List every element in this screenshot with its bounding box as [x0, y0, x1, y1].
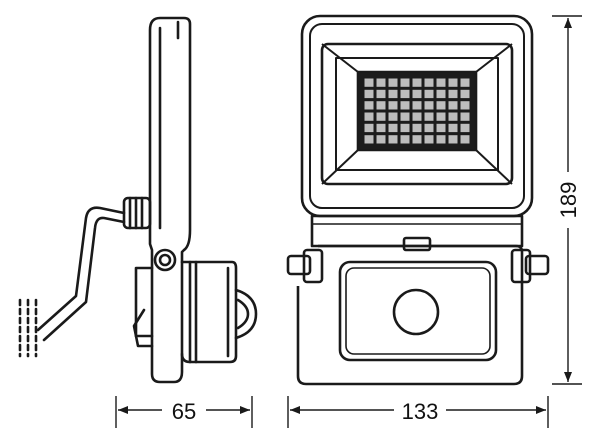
- led-cell: [460, 135, 470, 144]
- led-cell: [364, 112, 374, 121]
- led-cell: [436, 123, 446, 133]
- side-sensor-dome: [234, 288, 258, 340]
- led-cell: [412, 135, 422, 144]
- led-cell: [460, 112, 470, 121]
- led-cell: [388, 89, 398, 99]
- led-cell: [460, 101, 470, 110]
- led-cell: [436, 89, 446, 99]
- led-cell: [364, 78, 374, 87]
- side-cable-gland: [122, 196, 152, 230]
- led-cell: [424, 112, 434, 121]
- led-cell: [412, 89, 422, 99]
- led-cell: [388, 112, 398, 121]
- led-cell: [460, 78, 470, 87]
- led-cell: [400, 101, 410, 110]
- led-cell: [364, 123, 374, 133]
- led-cell: [388, 123, 398, 133]
- side-cable: [36, 206, 126, 342]
- side-housing: [148, 16, 192, 384]
- front-led-grid: [364, 78, 470, 144]
- side-sensor-housing-ribs: [188, 260, 230, 364]
- front-hinge-left: [286, 248, 324, 284]
- front-hinge-right: [510, 248, 550, 284]
- led-cell: [448, 135, 458, 144]
- depth-label: 65: [172, 399, 196, 424]
- front-sensor-window: [338, 260, 498, 362]
- led-cell: [364, 89, 374, 99]
- led-cell: [448, 112, 458, 121]
- side-cable-wire-ends: [18, 298, 38, 358]
- led-cell: [424, 123, 434, 133]
- side-view: [18, 16, 258, 384]
- side-bracket-foot: [132, 308, 154, 348]
- led-cell: [376, 101, 386, 110]
- led-cell: [412, 78, 422, 87]
- led-cell: [412, 101, 422, 110]
- width-label: 133: [402, 399, 439, 424]
- side-hinge-bolt: [153, 248, 177, 272]
- led-cell: [424, 78, 434, 87]
- led-cell: [400, 112, 410, 121]
- led-cell: [424, 89, 434, 99]
- front-bracket-band: [310, 214, 524, 248]
- led-cell: [424, 135, 434, 144]
- led-cell: [376, 135, 386, 144]
- front-lens-bevel: [321, 43, 513, 185]
- front-lens-frame: [320, 42, 514, 186]
- front-view: [286, 14, 550, 386]
- led-cell: [388, 135, 398, 144]
- front-housing-inner: [309, 23, 525, 209]
- led-cell: [400, 78, 410, 87]
- led-cell: [448, 89, 458, 99]
- led-cell: [388, 101, 398, 110]
- led-cell: [364, 101, 374, 110]
- led-cell: [424, 101, 434, 110]
- led-cell: [448, 101, 458, 110]
- led-cell: [448, 123, 458, 133]
- side-fin-line: [158, 20, 180, 230]
- front-sensor-lens: [392, 288, 440, 336]
- led-cell: [412, 112, 422, 121]
- led-cell: [436, 135, 446, 144]
- front-sensor-plate: [296, 244, 524, 386]
- led-cell: [400, 135, 410, 144]
- led-cell: [412, 123, 422, 133]
- led-cell: [448, 78, 458, 87]
- led-cell: [436, 112, 446, 121]
- led-cell: [400, 89, 410, 99]
- led-cell: [376, 89, 386, 99]
- led-cell: [376, 123, 386, 133]
- led-cell: [436, 101, 446, 110]
- led-cell: [400, 123, 410, 133]
- led-cell: [364, 135, 374, 144]
- led-cell: [460, 123, 470, 133]
- led-cell: [460, 89, 470, 99]
- height-label: 189: [556, 182, 581, 219]
- led-cell: [376, 112, 386, 121]
- front-sensor-bar: [402, 236, 432, 252]
- led-cell: [436, 78, 446, 87]
- led-cell: [376, 78, 386, 87]
- led-cell: [388, 78, 398, 87]
